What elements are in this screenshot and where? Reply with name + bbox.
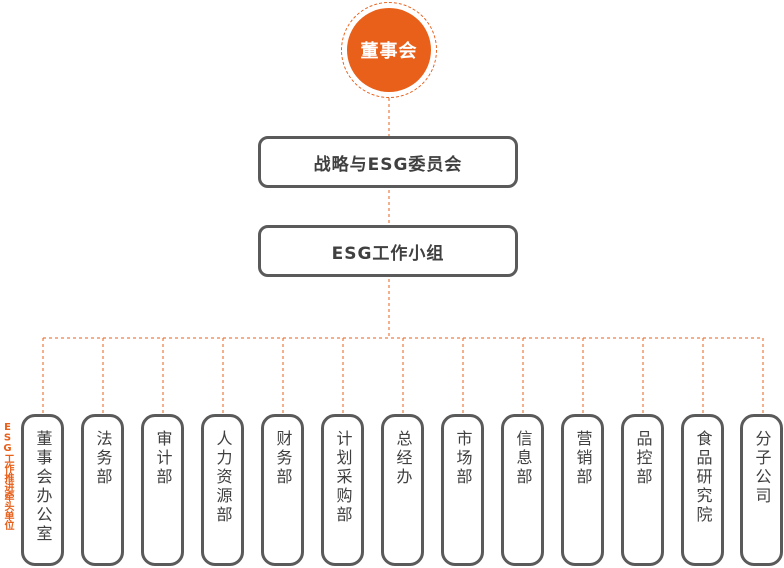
working-group-label: ESG工作小组 (331, 243, 445, 264)
department-node: 总经办 (381, 414, 424, 566)
board-node-ring (341, 2, 437, 98)
department-node: 法务部 (81, 414, 124, 566)
department-node: 计划采购部 (321, 414, 364, 566)
department-label: 品控部 (633, 430, 653, 487)
department-label: 分子公司 (752, 430, 772, 506)
department-label: 总经办 (393, 430, 413, 487)
committee-label: 战略与ESG委员会 (313, 154, 463, 175)
department-node: 审计部 (141, 414, 184, 566)
department-label: 法务部 (93, 430, 113, 487)
department-label: 市场部 (453, 430, 473, 487)
department-node: 人力资源部 (201, 414, 244, 566)
department-node: 品控部 (621, 414, 664, 566)
department-label: 财务部 (273, 430, 293, 487)
committee-node: 战略与ESG委员会 (258, 136, 518, 188)
department-node: 财务部 (261, 414, 304, 566)
department-label: 营销部 (573, 430, 593, 487)
department-label: 食品研究院 (693, 430, 713, 525)
department-label: 审计部 (153, 430, 173, 487)
department-label: 人力资源部 (213, 430, 233, 525)
department-node: 信息部 (501, 414, 544, 566)
department-node: 营销部 (561, 414, 604, 566)
department-label: 计划采购部 (333, 430, 353, 525)
department-node: 市场部 (441, 414, 484, 566)
board-label: 董事会 (360, 41, 418, 62)
department-label: 董事会办公室 (33, 430, 53, 544)
lead-unit-label: ESG工作推进牵头单位 (2, 422, 13, 530)
department-label: 信息部 (513, 430, 533, 487)
working-group-node: ESG工作小组 (258, 225, 518, 277)
department-node: 董事会办公室 (21, 414, 64, 566)
board-node: 董事会 (347, 8, 431, 92)
department-node: 分子公司 (740, 414, 783, 566)
department-node: 食品研究院 (681, 414, 724, 566)
